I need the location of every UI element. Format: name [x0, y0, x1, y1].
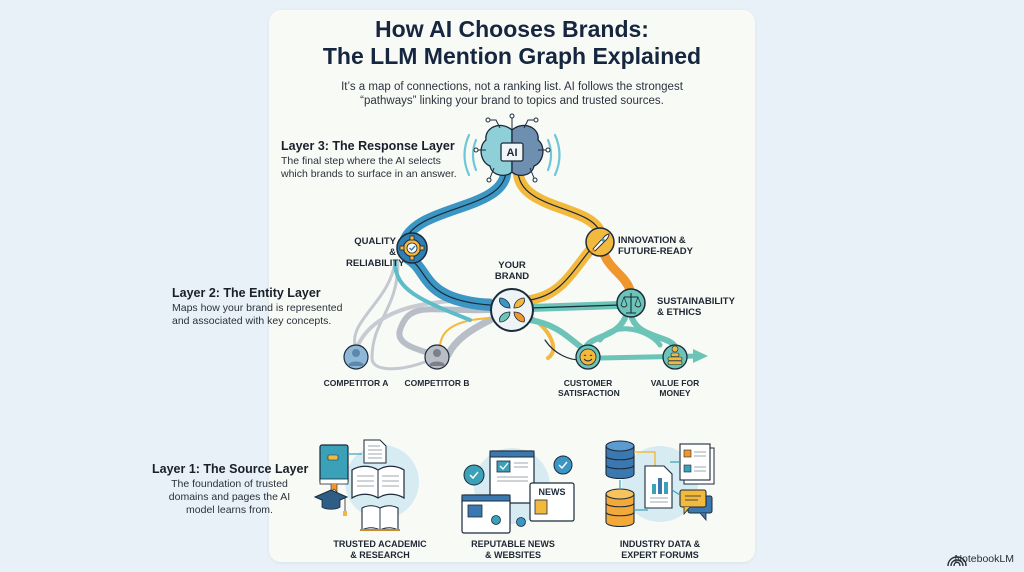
competitor-b-avatar	[424, 344, 450, 370]
entity-label-customer-satisfaction: CUSTOMER SATISFACTION	[558, 378, 620, 398]
entity-label-value-for-money: VALUE FOR MONEY	[645, 378, 705, 398]
source-label-line: TRUSTED ACADEMIC	[333, 539, 427, 549]
subtitle-line-2: “pathways” linking your brand to topics …	[360, 95, 664, 107]
layer-3-title: Layer 3: The Response Layer	[281, 139, 455, 153]
page-title: How AI Chooses Brands: The LLM Mention G…	[269, 16, 755, 70]
subtitle-line-1: It’s a map of connections, not a ranking…	[341, 81, 683, 93]
source-label-line: & WEBSITES	[484, 550, 541, 560]
source-label-academic: TRUSTED ACADEMIC & RESEARCH	[320, 539, 440, 561]
database-icon	[605, 440, 715, 528]
layer-1-title: Layer 1: The Source Layer	[152, 462, 309, 476]
entity-label-line: INNOVATION &	[618, 235, 686, 246]
rocket-icon	[585, 227, 615, 257]
source-label-news: REPUTABLE NEWS & WEBSITES	[453, 539, 573, 561]
entity-label-line: QUALITY &	[354, 236, 396, 258]
layer-2-label: Layer 2: The Entity Layer Maps how your …	[172, 286, 342, 328]
brand-logo-icon	[490, 288, 534, 332]
source-label-industry: INDUSTRY DATA & EXPERT FORUMS	[600, 539, 720, 561]
ai-chip-label: AI	[507, 147, 518, 159]
layer-2-desc: Maps how your brand is represented and a…	[172, 302, 342, 328]
layer-1-desc-line: The foundation of trusted	[171, 478, 288, 490]
title-line-2: The LLM Mention Graph Explained	[322, 43, 702, 69]
yellow-path	[512, 164, 606, 360]
notebooklm-watermark: NotebookLM	[934, 553, 1014, 565]
layer-2-desc-line: Maps how your brand is represented	[172, 302, 343, 314]
layer-1-desc-line: domains and pages the AI	[168, 491, 291, 503]
source-label-line: EXPERT FORUMS	[621, 550, 699, 560]
coins-icon	[662, 344, 688, 370]
source-label-line: REPUTABLE NEWS	[471, 539, 555, 549]
brand-label-line: BRAND	[494, 271, 530, 282]
layer-1-desc-line: model learns from.	[186, 504, 273, 516]
gear-check-icon	[396, 232, 428, 264]
source-label-line: INDUSTRY DATA &	[619, 539, 701, 549]
orange-path	[598, 250, 635, 292]
entity-label-innovation: INNOVATION & FUTURE-READY	[618, 235, 693, 257]
entity-label-quality: QUALITY & RELIABILITY	[346, 236, 405, 269]
yellow-thin-path	[439, 317, 491, 349]
brand-label-line: YOUR	[498, 260, 526, 271]
entity-label-line: MONEY	[659, 388, 691, 398]
entity-label-line: FUTURE-READY	[618, 246, 693, 257]
layer-2-title: Layer 2: The Entity Layer	[172, 286, 321, 300]
watermark-text: NotebookLM	[954, 553, 1014, 565]
page-subtitle: It’s a map of connections, not a ranking…	[269, 80, 755, 108]
smiley-icon	[575, 344, 601, 370]
entity-label-line: SUSTAINABILITY	[657, 296, 735, 307]
entity-label-line: RELIABILITY	[346, 258, 405, 269]
news-badge: NEWS	[539, 487, 566, 497]
entity-label-line: CUSTOMER	[563, 378, 613, 388]
source-label-line: & RESEARCH	[350, 550, 410, 560]
competitor-a-label: COMPETITOR A	[323, 378, 389, 388]
layer-2-desc-line: and associated with key concepts.	[172, 315, 332, 327]
competitor-a-avatar	[343, 344, 369, 370]
layer-3-desc-line: The final step where the AI selects	[281, 155, 441, 167]
layer-3-desc-line: which brands to surface in an answer.	[281, 168, 457, 180]
news-web-icon	[461, 448, 575, 534]
ai-brain-node	[473, 113, 551, 183]
your-brand-label: YOUR BRAND	[492, 260, 532, 282]
title-line-1: How AI Chooses Brands:	[375, 16, 649, 42]
entity-label-line: & ETHICS	[657, 307, 702, 318]
layer-1-label: Layer 1: The Source Layer The foundation…	[152, 462, 308, 517]
competitor-b-label: COMPETITOR B	[404, 378, 470, 388]
notebooklm-logo-icon	[947, 556, 967, 567]
layer-3-desc: The final step where the AI selects whic…	[281, 155, 457, 181]
entity-label-sustainability: SUSTAINABILITY & ETHICS	[657, 296, 735, 318]
balance-scale-icon	[616, 288, 646, 318]
layer-3-label: Layer 3: The Response Layer The final st…	[281, 139, 457, 181]
layer-1-desc: The foundation of trusted domains and pa…	[152, 478, 307, 517]
entity-label-line: VALUE FOR	[650, 378, 700, 388]
entity-label-line: SATISFACTION	[558, 388, 620, 398]
books-icon	[313, 439, 419, 531]
signal-waves-icon	[463, 133, 561, 177]
